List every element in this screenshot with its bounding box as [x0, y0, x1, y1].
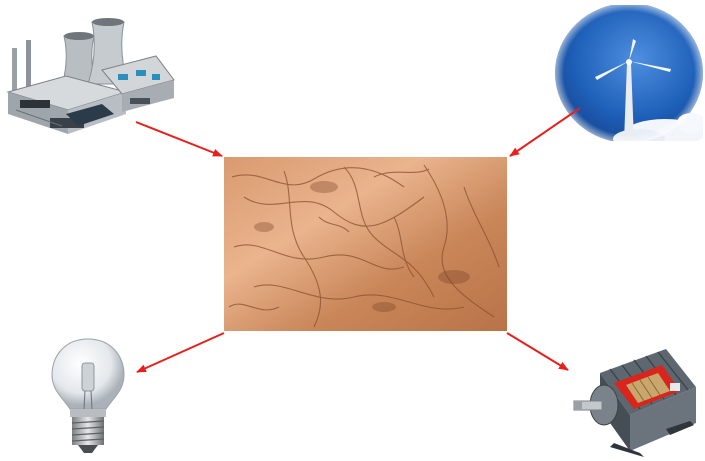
wind-turbine-icon: [555, 5, 703, 141]
electric-motor-icon: [570, 343, 700, 458]
power-plant-icon: [6, 14, 176, 144]
arrow-copper-to-motor: [507, 333, 568, 370]
light-bulb-icon: [48, 337, 128, 455]
arrow-copper-to-bulb: [137, 333, 224, 372]
copper-plate-image: [224, 157, 507, 331]
